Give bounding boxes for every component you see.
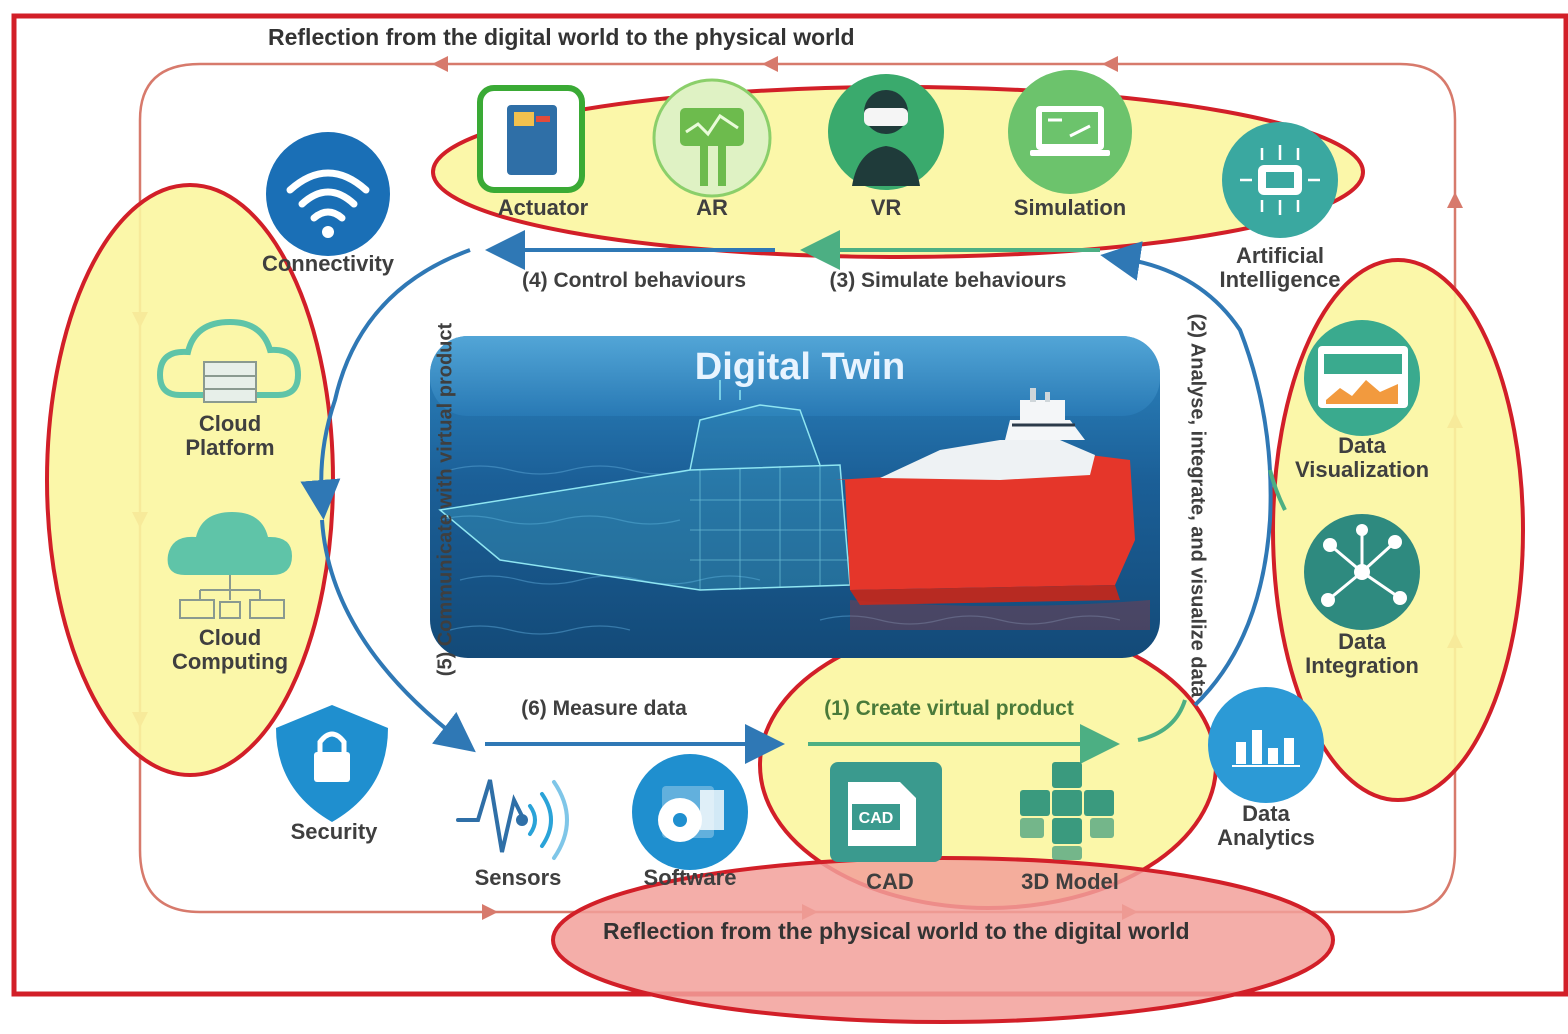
step-simulate-behaviours: (3) Simulate behaviours [829, 269, 1067, 292]
ar-icon [652, 78, 772, 198]
label-3d-model: 3D Model [1021, 869, 1119, 894]
label-cloud-platform-line1: Cloud [198, 411, 262, 436]
arrow-analyse-up [1100, 241, 1273, 707]
label-data-integration-line1: Data [1338, 629, 1386, 654]
label-data-analytics-line1: Data [1242, 801, 1290, 826]
chart-dashboard-icon [1304, 320, 1420, 436]
shield-lock-icon [276, 705, 388, 822]
red-ship [835, 388, 1135, 605]
label-ai-line1: Artificial [1235, 243, 1325, 268]
label-cad: CAD [866, 869, 914, 894]
step-measure-data: (6) Measure data [521, 697, 687, 720]
actuator-icon [477, 85, 585, 193]
3d-model-icon [1020, 762, 1114, 860]
wireframe-ship [438, 380, 851, 591]
label-software: Software [643, 865, 737, 890]
label-data-integration-line2: Integration [1305, 653, 1419, 678]
digital-twin-title: Digital Twin [694, 346, 906, 388]
wifi-icon [266, 132, 390, 256]
bar-chart-icon [1208, 687, 1324, 803]
label-data-visualization-line1: Data [1338, 433, 1386, 458]
cad-file-icon: CAD [830, 762, 942, 862]
label-vr: VR [870, 195, 902, 220]
label-actuator: Actuator [497, 195, 589, 220]
step-communicate-virtual-product: (5) Communicate with virtual product [434, 322, 457, 677]
label-ar: AR [696, 195, 728, 220]
label-data-analytics-line2: Analytics [1217, 825, 1315, 850]
label-connectivity: Connectivity [261, 251, 395, 276]
title-digital-to-physical: Reflection from the digital world to the… [268, 24, 855, 50]
label-ai-line2: Intelligence [1219, 267, 1341, 292]
label-data-visualization-line2: Visualization [1294, 457, 1430, 482]
software-disc-icon [632, 754, 748, 870]
title-physical-to-digital: Reflection from the physical world to th… [603, 918, 1190, 944]
step-control-behaviours: (4) Control behaviours [521, 269, 747, 292]
label-simulation: Simulation [1013, 195, 1127, 220]
step-create-virtual-product: (1) Create virtual product [824, 697, 1074, 720]
simulation-icon [1008, 70, 1132, 194]
ai-chip-icon [1222, 122, 1338, 238]
label-cloud-platform-line2: Platform [185, 435, 275, 460]
label-cloud-computing-line1: Cloud [198, 625, 262, 650]
cloud-network-icon [167, 512, 292, 619]
label-security: Security [290, 819, 378, 844]
label-cloud-computing-line2: Computing [171, 649, 289, 674]
sensor-wave-icon [456, 779, 569, 860]
label-sensors: Sensors [474, 865, 562, 890]
cloud-server-icon [156, 318, 302, 403]
arrow-communicate-down [300, 248, 471, 520]
vr-headset-icon [828, 74, 944, 190]
step-analyse-integrate-visualize: (2) Analyse, integrate, and visualize da… [1186, 313, 1209, 698]
network-hub-icon [1304, 514, 1420, 630]
outer-loop-line [138, 62, 1457, 914]
bottom-pink-ellipse [551, 856, 1335, 1024]
svg-text:CAD: CAD [859, 810, 894, 827]
digital-twin-image [430, 336, 1160, 658]
